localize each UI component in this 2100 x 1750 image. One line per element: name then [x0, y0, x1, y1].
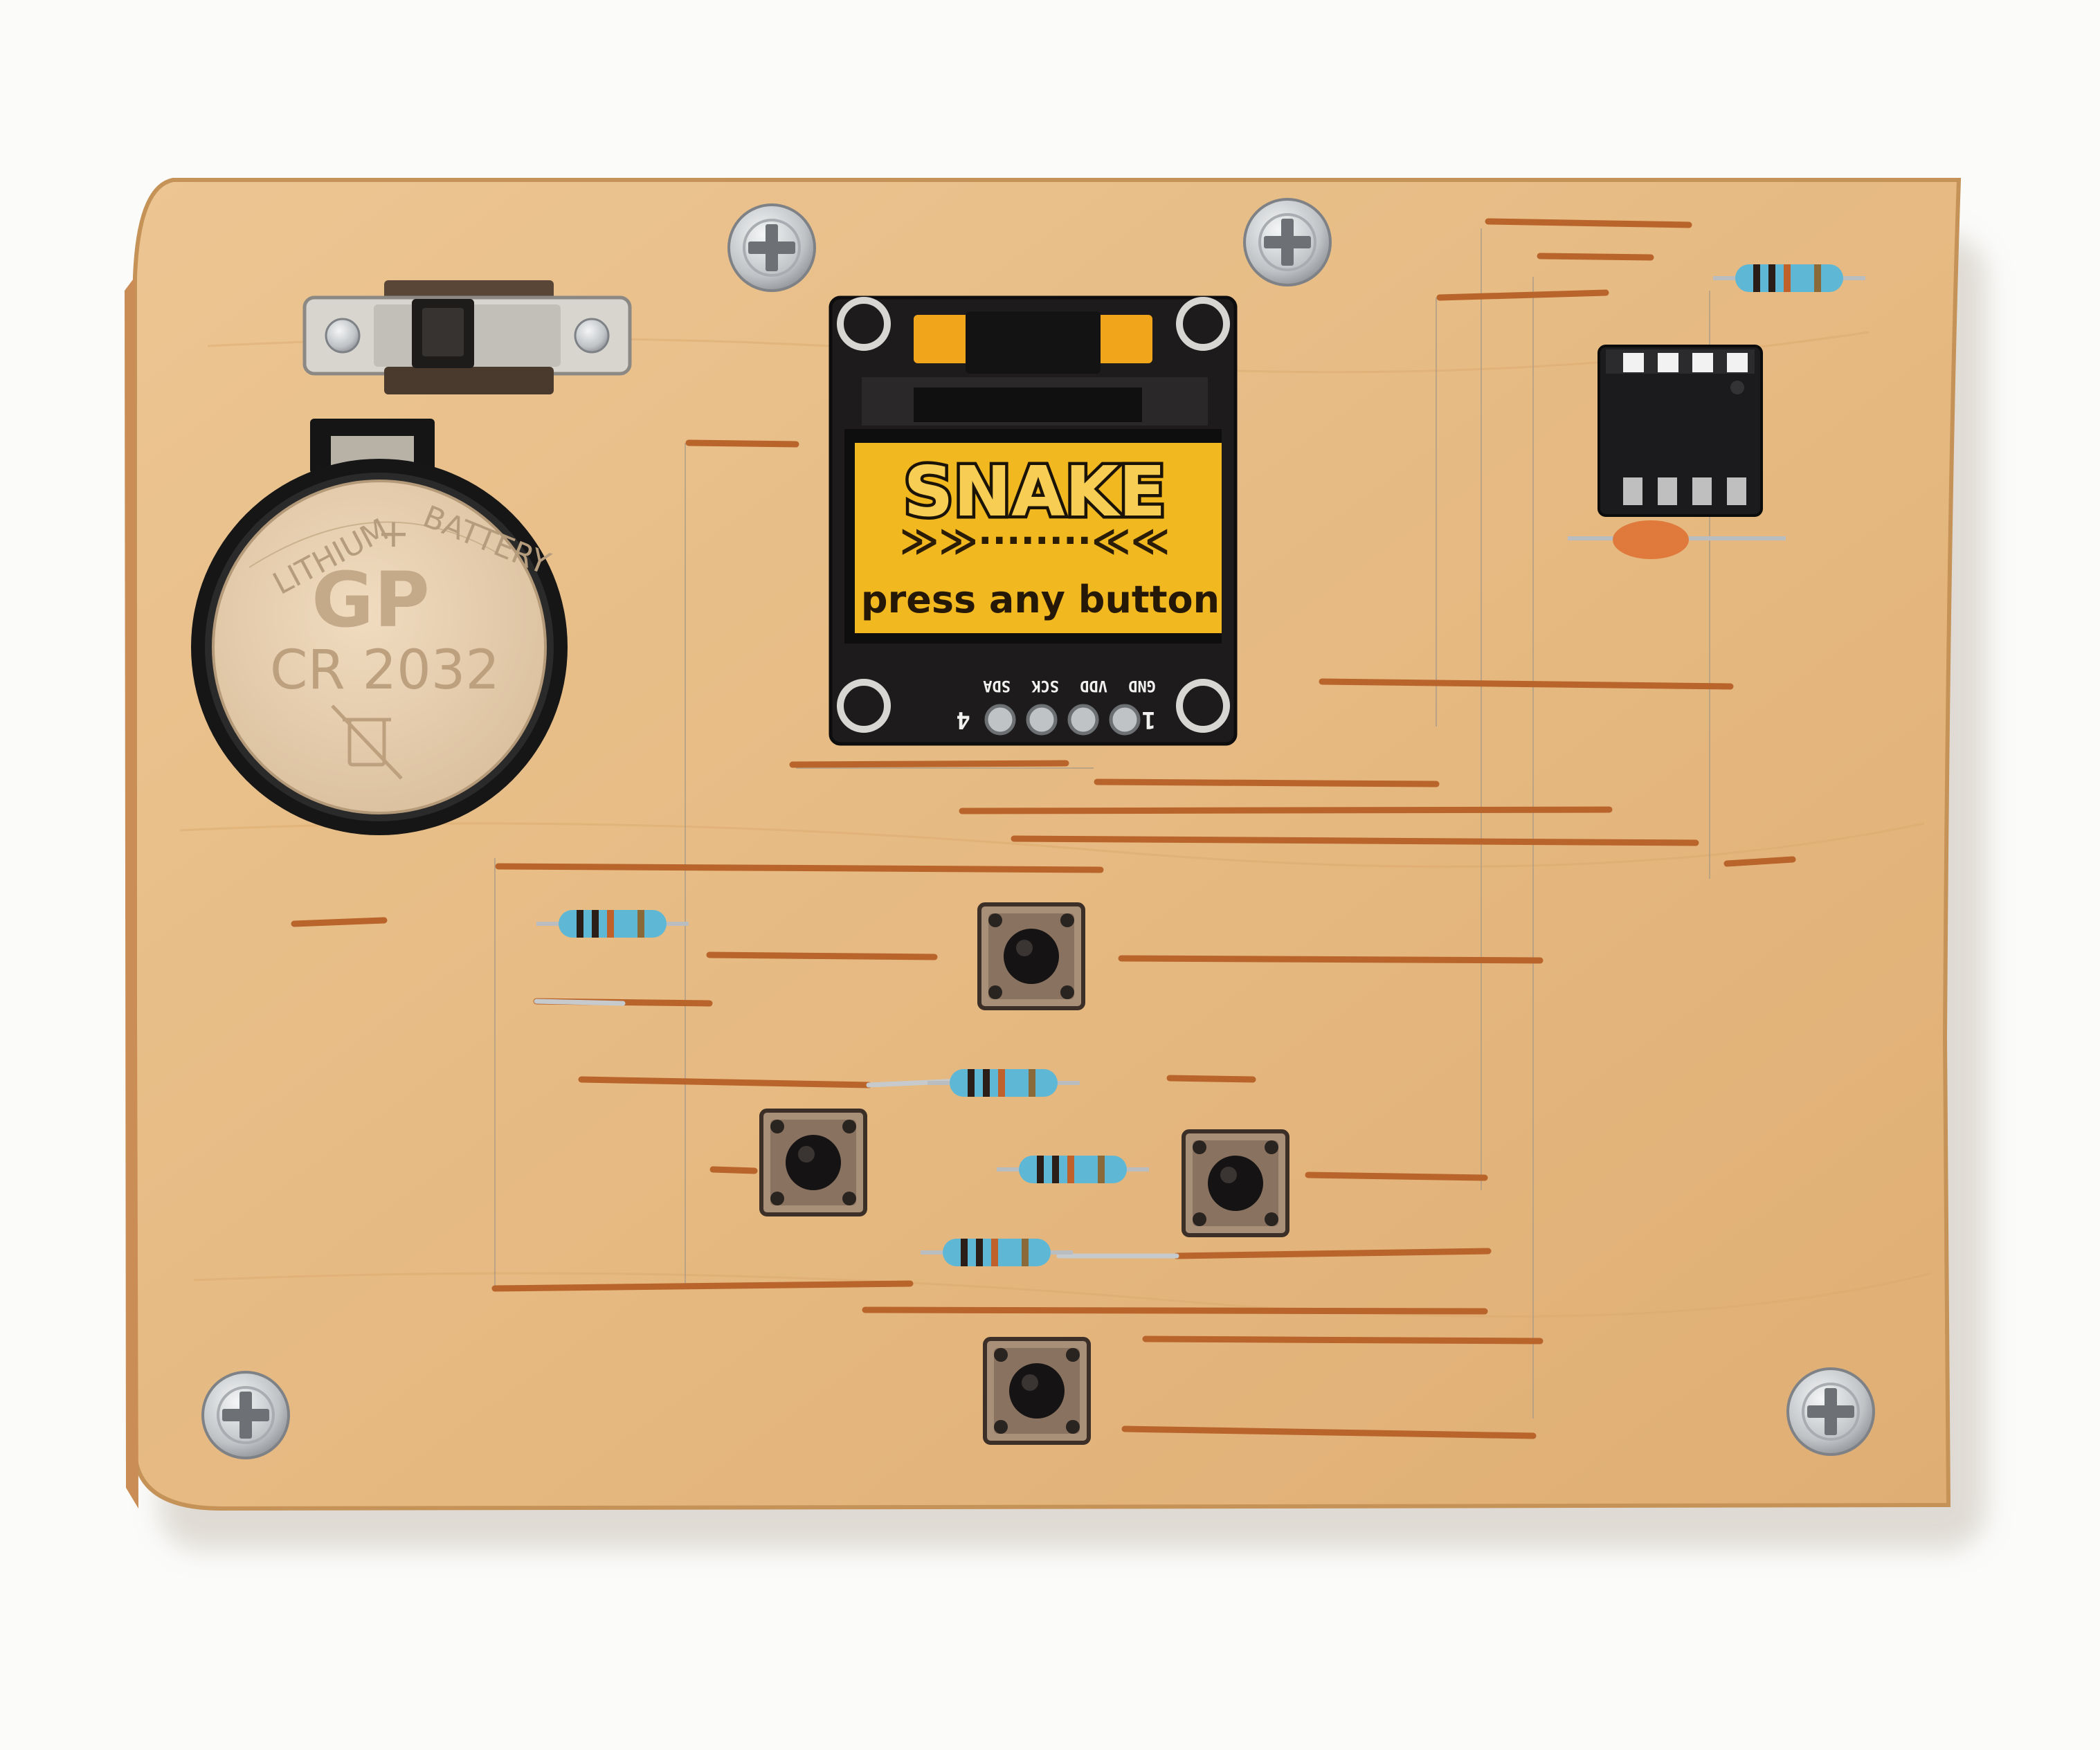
slide-switch	[302, 280, 632, 394]
press-any-button-prompt: press any button	[861, 578, 1220, 621]
wooden-board	[133, 178, 1962, 1511]
pin-number-left: 1	[1142, 706, 1156, 733]
up-push-button[interactable]	[979, 904, 1083, 1008]
pin-label-gnd: GND	[1128, 677, 1156, 694]
battery-brand: GP	[311, 556, 430, 644]
pin-label-sck: SCK	[1031, 677, 1059, 694]
pin-label-vdd: VDD	[1080, 677, 1107, 694]
oled-header-pins	[984, 704, 1141, 736]
recycling-bin-icon	[331, 704, 403, 780]
pin-number-right: 4	[957, 706, 970, 733]
phillips-screw-icon	[1786, 1367, 1875, 1456]
left-push-button[interactable]	[761, 1111, 865, 1214]
dip8-microcontroller	[1568, 345, 1786, 559]
phillips-screw-icon	[727, 203, 816, 292]
phillips-screw-icon	[1243, 198, 1332, 286]
battery-model: CR 2032	[270, 639, 500, 702]
down-push-button[interactable]	[985, 1339, 1089, 1443]
phillips-screw-icon	[201, 1371, 290, 1459]
right-push-button[interactable]	[1184, 1131, 1287, 1235]
coin-cell-holder	[191, 419, 568, 835]
battery-arc-plus: +	[377, 511, 410, 556]
game-title: SNAKE	[904, 451, 1166, 532]
oled-display-module	[829, 295, 1238, 746]
title-decoration: ≫≫········≪≪	[900, 519, 1170, 563]
pin-label-sda: SDA	[983, 677, 1011, 694]
